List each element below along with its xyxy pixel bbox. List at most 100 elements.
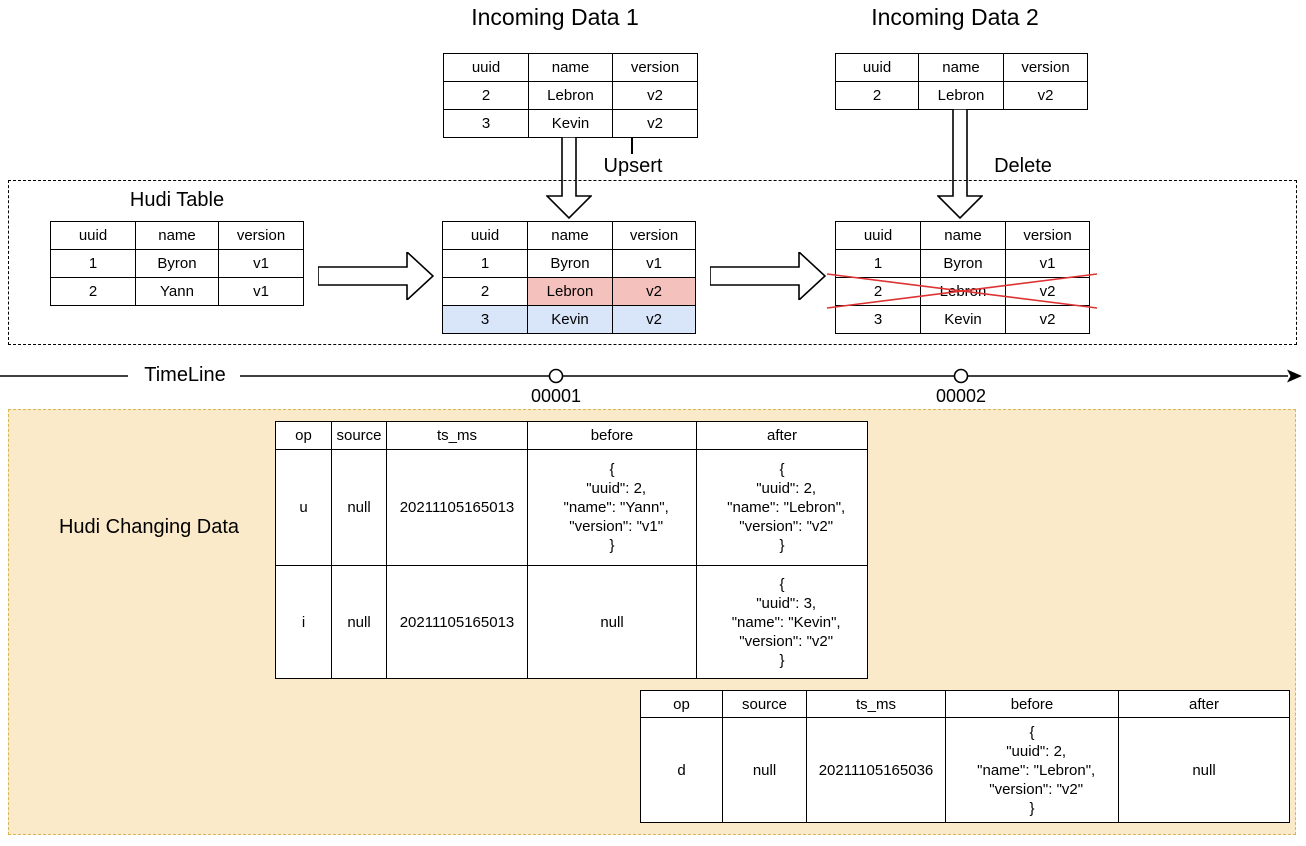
table-row: uuid name version xyxy=(50,221,304,250)
header-cell: uuid xyxy=(442,221,528,250)
hudi-table-initial: uuid name version 1 Byron v1 2 Yann v1 xyxy=(50,221,304,306)
header-cell: version xyxy=(612,221,696,250)
cell: 2 xyxy=(835,81,919,110)
timeline-instant-2: 00002 xyxy=(935,386,987,406)
header-cell: source xyxy=(722,690,807,718)
cell: 20211105165036 xyxy=(806,717,946,823)
header-cell: uuid xyxy=(835,53,919,82)
header-cell: name xyxy=(135,221,219,250)
upsert-arrow-icon xyxy=(546,137,592,219)
header-cell: uuid xyxy=(835,221,921,250)
table-row: op source ts_ms before after xyxy=(275,421,868,450)
header-cell: version xyxy=(1003,53,1088,82)
cell: 20211105165013 xyxy=(386,565,528,679)
upsert-label-connector xyxy=(631,138,633,154)
transition-arrow-icon xyxy=(710,252,826,300)
table-row: op source ts_ms before after xyxy=(640,690,1290,718)
cell: Kevin xyxy=(528,109,613,138)
cell: 2 xyxy=(50,277,136,306)
instant-2-marker-icon xyxy=(953,368,969,384)
cell: 1 xyxy=(50,249,136,278)
incoming-data-1-title: Incoming Data 1 xyxy=(471,4,639,30)
cell: v1 xyxy=(218,249,304,278)
cell: Byron xyxy=(135,249,219,278)
timeline-instant-1: 00001 xyxy=(530,386,582,406)
cell: d xyxy=(640,717,723,823)
timeline-arrowhead-icon xyxy=(1287,369,1302,383)
header-cell: op xyxy=(640,690,723,718)
table-row-update-record: u null 20211105165013 { "uuid": 2, "name… xyxy=(275,449,868,566)
cell: u xyxy=(275,449,332,566)
cell: Yann xyxy=(135,277,219,306)
header-cell: source xyxy=(331,421,387,450)
cell-before-json: { "uuid": 2, "name": "Yann", "version": … xyxy=(527,449,697,566)
hudi-table-label: Hudi Table xyxy=(129,189,225,211)
delete-cross-icon xyxy=(826,273,1098,309)
cell: null xyxy=(722,717,807,823)
table-row-insert-record: i null 20211105165013 null { "uuid": 3, … xyxy=(275,565,868,679)
cell-before-json: { "uuid": 2, "name": "Lebron", "version"… xyxy=(945,717,1119,823)
header-cell: before xyxy=(527,421,697,450)
changing-data-table-1: op source ts_ms before after u null 2021… xyxy=(275,421,868,679)
cell-updated: Lebron xyxy=(527,277,613,306)
cell: 2 xyxy=(443,81,529,110)
cell: Lebron xyxy=(918,81,1004,110)
cell: v2 xyxy=(612,81,698,110)
table-row-inserted: 3 Kevin v2 xyxy=(442,305,696,334)
cell: 1 xyxy=(442,249,528,278)
table-row: 2 Lebron v2 xyxy=(835,81,1088,110)
header-cell: after xyxy=(696,421,868,450)
cell: v1 xyxy=(218,277,304,306)
cell: null xyxy=(331,449,387,566)
timeline-axis xyxy=(0,368,1302,384)
header-cell: ts_ms xyxy=(806,690,946,718)
cell: v1 xyxy=(1005,249,1090,278)
incoming-data-2-table: uuid name version 2 Lebron v2 xyxy=(835,53,1088,110)
header-cell: name xyxy=(920,221,1006,250)
table-row: 1 Byron v1 xyxy=(442,249,696,278)
cell: i xyxy=(275,565,332,679)
header-cell: op xyxy=(275,421,332,450)
cell-inserted: 3 xyxy=(442,305,528,334)
cell: v2 xyxy=(1005,305,1090,334)
header-cell: uuid xyxy=(50,221,136,250)
delete-label: Delete xyxy=(994,155,1052,177)
cell: Byron xyxy=(527,249,613,278)
header-cell: name xyxy=(918,53,1004,82)
cell: 2 xyxy=(442,277,528,306)
incoming-data-1-table: uuid name version 2 Lebron v2 3 Kevin v2 xyxy=(443,53,698,138)
cell-after-json: { "uuid": 3, "name": "Kevin", "version":… xyxy=(696,565,868,679)
table-row-updated: 2 Lebron v2 xyxy=(442,277,696,306)
cell: 3 xyxy=(835,305,921,334)
table-row: 3 Kevin v2 xyxy=(443,109,698,138)
table-row-delete-record: d null 20211105165036 { "uuid": 2, "name… xyxy=(640,717,1290,823)
cell: 3 xyxy=(443,109,529,138)
incoming-data-2-title: Incoming Data 2 xyxy=(871,4,1039,30)
header-cell: version xyxy=(612,53,698,82)
instant-1-marker-icon xyxy=(548,368,564,384)
cell: v1 xyxy=(612,249,696,278)
cell: v2 xyxy=(612,109,698,138)
table-row: 2 Yann v1 xyxy=(50,277,304,306)
cell: null xyxy=(527,565,697,679)
transition-arrow-icon xyxy=(318,252,434,300)
cell-after-json: { "uuid": 2, "name": "Lebron", "version"… xyxy=(696,449,868,566)
table-row: 1 Byron v1 xyxy=(835,249,1090,278)
header-cell: version xyxy=(218,221,304,250)
hudi-changing-data-label: Hudi Changing Data xyxy=(58,516,240,538)
header-cell: before xyxy=(945,690,1119,718)
cell: Lebron xyxy=(528,81,613,110)
header-cell: ts_ms xyxy=(386,421,528,450)
cell: v2 xyxy=(1003,81,1088,110)
cell: null xyxy=(1118,717,1290,823)
header-cell: uuid xyxy=(443,53,529,82)
table-row: 2 Lebron v2 xyxy=(443,81,698,110)
table-row: uuid name version xyxy=(442,221,696,250)
cell: null xyxy=(331,565,387,679)
hudi-table-after-delete: uuid name version 1 Byron v1 2 Lebron v2… xyxy=(835,221,1090,334)
table-row: 3 Kevin v2 xyxy=(835,305,1090,334)
cell: Byron xyxy=(920,249,1006,278)
header-cell: name xyxy=(528,53,613,82)
cell-updated: v2 xyxy=(612,277,696,306)
